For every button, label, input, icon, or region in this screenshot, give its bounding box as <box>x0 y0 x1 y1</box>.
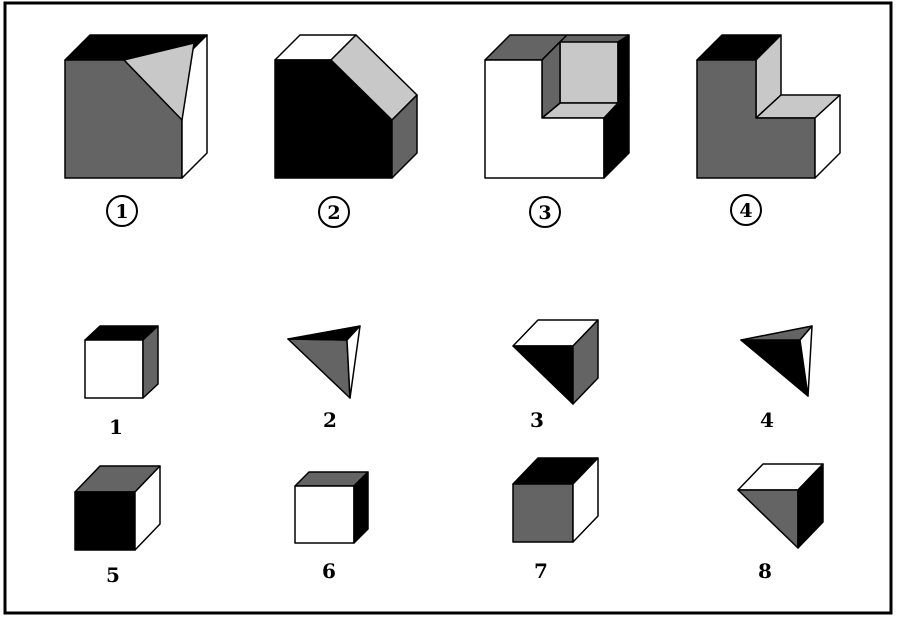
figure-3-notch-back <box>559 41 619 104</box>
piece-4-label: 4 <box>760 408 774 432</box>
piece-2 <box>287 325 361 399</box>
figure-4-label-text: 4 <box>739 200 752 222</box>
figure-3-upper-side <box>617 34 630 104</box>
piece-6-front-face <box>294 485 355 544</box>
figure-2-label: 2 <box>318 196 350 228</box>
figure-3-side-face <box>603 94 630 179</box>
piece-6 <box>294 471 369 544</box>
piece-7 <box>512 457 599 543</box>
piece-6-side-face <box>353 471 369 544</box>
piece-5-label: 5 <box>106 563 120 587</box>
figure-3-label-circle <box>529 196 561 228</box>
piece-7-front-face <box>512 483 574 543</box>
figure-1-label: 1 <box>106 195 138 227</box>
piece-3 <box>512 319 599 405</box>
figure-3-label: 3 <box>529 196 561 228</box>
composite-figure-2 <box>274 34 418 179</box>
figure-1-label-circle <box>106 195 138 227</box>
piece-7-side-face <box>572 457 599 543</box>
composite-figure-3 <box>484 34 630 179</box>
piece-1-label: 1 <box>109 415 123 439</box>
figure-2-label-circle <box>318 196 350 228</box>
figure-1-label-text: 1 <box>115 201 128 223</box>
piece-7-label: 7 <box>534 559 548 583</box>
figure-4-label-circle <box>730 194 762 226</box>
piece-2-side-face <box>346 325 361 399</box>
piece-6-label: 6 <box>322 559 336 583</box>
piece-5-side-face <box>134 465 161 551</box>
piece-4 <box>740 325 813 397</box>
composite-figure-1 <box>64 34 208 179</box>
piece-4-side-face <box>799 325 813 397</box>
piece-5-front-face <box>74 491 136 551</box>
piece-3-side-face <box>572 319 599 405</box>
piece-3-label: 3 <box>530 408 544 432</box>
piece-1-side-face <box>142 325 159 399</box>
piece-8-side-face <box>797 463 824 549</box>
piece-1 <box>84 325 159 399</box>
composite-figure-4 <box>696 34 841 179</box>
piece-2-label: 2 <box>323 408 337 432</box>
piece-5 <box>74 465 161 551</box>
figure-4-side-face <box>814 94 841 179</box>
figure-2-label-text: 2 <box>327 202 340 224</box>
piece-1-front-face <box>84 339 144 399</box>
figure-2-side-face <box>391 94 418 179</box>
piece-8 <box>737 463 824 549</box>
piece-8-label: 8 <box>758 559 772 583</box>
figure-3-label-text: 3 <box>538 202 551 224</box>
figure-1-cut-face <box>123 42 195 121</box>
figure-4-label: 4 <box>730 194 762 226</box>
